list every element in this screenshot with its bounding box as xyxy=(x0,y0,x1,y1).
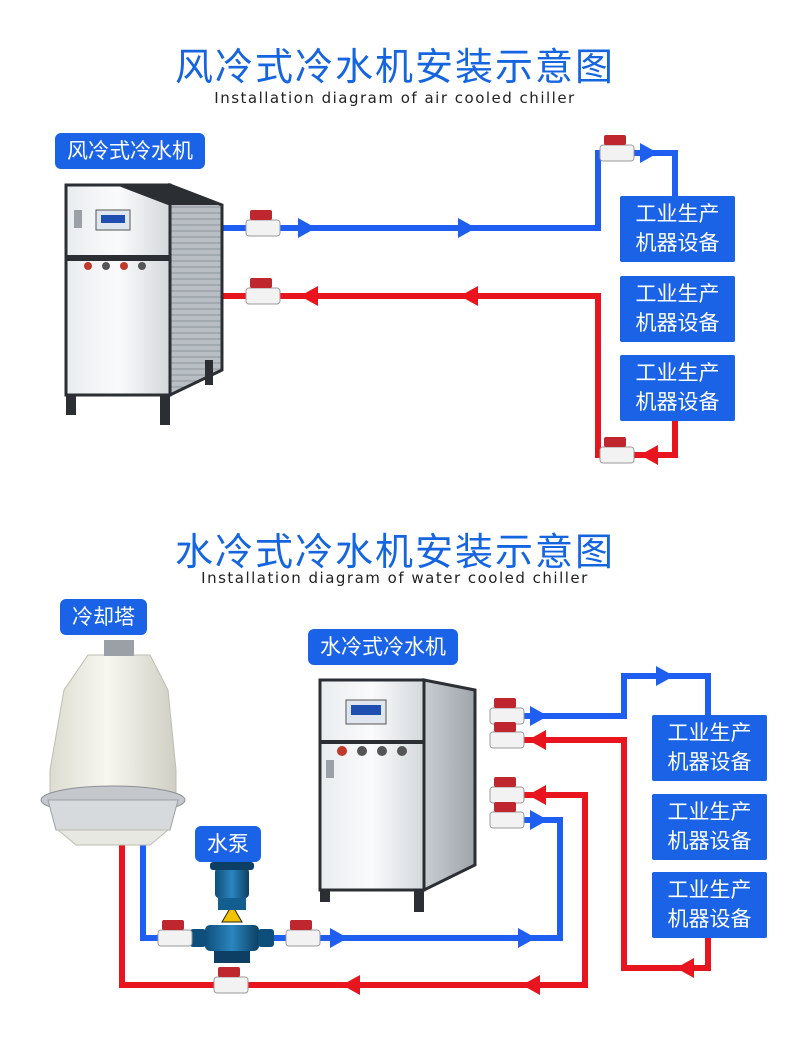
equipment-line-1: 工业生产 xyxy=(667,721,752,745)
air-flow-arrows xyxy=(298,143,658,465)
water-tower-hot-pipe xyxy=(119,792,588,988)
air-supply-pipe xyxy=(222,150,678,231)
water-pump xyxy=(190,862,274,963)
air-section-title: 风冷式冷水机安装示意图 xyxy=(174,45,615,89)
valve xyxy=(489,698,525,725)
valve xyxy=(157,920,193,947)
air-equipment-box-2: 工业生产 机器设备 xyxy=(620,276,735,342)
valve xyxy=(245,278,281,305)
air-equipment-box-3: 工业生产 机器设备 xyxy=(620,355,735,421)
water-chiller-supply-pipe xyxy=(520,673,711,719)
air-equipment-box-1: 工业生产 机器设备 xyxy=(620,196,735,262)
equipment-line-1: 工业生产 xyxy=(635,282,720,306)
cooling-tower-label: 冷却塔 xyxy=(60,599,147,635)
equipment-line-1: 工业生产 xyxy=(667,878,752,902)
equipment-line-2: 机器设备 xyxy=(635,231,720,255)
air-cooled-chiller-unit xyxy=(64,182,224,425)
equipment-line-2: 机器设备 xyxy=(667,907,752,931)
valve xyxy=(489,722,525,749)
valve xyxy=(489,802,525,829)
water-section-title: 水冷式冷水机安装示意图 xyxy=(174,530,615,574)
water-chiller-label: 水冷式冷水机 xyxy=(308,629,458,665)
water-equipment-box-2: 工业生产 机器设备 xyxy=(652,794,767,860)
valve xyxy=(599,437,635,464)
water-flow-arrows xyxy=(330,666,694,995)
equipment-line-1: 工业生产 xyxy=(635,202,720,226)
water-section-subtitle: Installation diagram of water cooled chi… xyxy=(201,569,589,587)
air-return-pipe xyxy=(222,293,678,458)
water-chiller-return-pipe xyxy=(520,737,711,971)
equipment-line-2: 机器设备 xyxy=(635,311,720,335)
equipment-line-1: 工业生产 xyxy=(635,361,720,385)
water-equipment-box-3: 工业生产 机器设备 xyxy=(652,872,767,938)
valve xyxy=(245,210,281,237)
equipment-line-1: 工业生产 xyxy=(667,800,752,824)
air-chiller-label: 风冷式冷水机 xyxy=(55,133,205,169)
valve xyxy=(599,135,635,162)
equipment-line-2: 机器设备 xyxy=(667,750,752,774)
water-pump-label: 水泵 xyxy=(195,826,261,862)
air-section-subtitle: Installation diagram of air cooled chill… xyxy=(214,89,576,107)
water-cooled-chiller-unit xyxy=(318,678,477,912)
equipment-line-2: 机器设备 xyxy=(635,390,720,414)
valve xyxy=(489,777,525,804)
cooling-tower xyxy=(40,640,186,846)
equipment-line-2: 机器设备 xyxy=(667,829,752,853)
water-equipment-box-1: 工业生产 机器设备 xyxy=(652,715,767,781)
valve xyxy=(285,920,321,947)
valve xyxy=(213,967,249,994)
